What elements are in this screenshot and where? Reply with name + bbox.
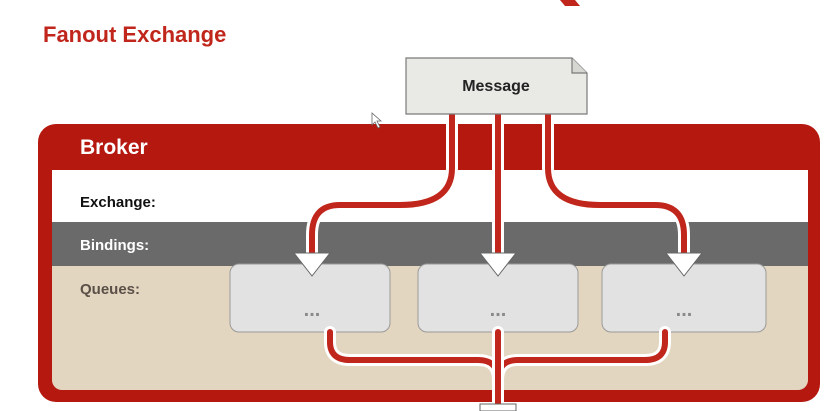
queue-box-2-label: ... <box>490 299 507 321</box>
consumer-stub <box>479 403 517 411</box>
broker-label: Broker <box>80 136 148 159</box>
consumer-routes <box>324 326 671 411</box>
binding-arrow-2 <box>478 252 518 277</box>
bindings-label: Bindings: <box>80 237 149 254</box>
mouse-cursor-icon <box>371 112 383 129</box>
message-label: Message <box>462 78 530 95</box>
queue-box-1: ... <box>229 263 391 333</box>
cropped-heading-fragment <box>560 0 580 6</box>
queues-label: Queues: <box>80 281 140 298</box>
binding-arrow-1 <box>292 252 332 277</box>
queue-box-3: ... <box>601 263 767 333</box>
binding-arrow-3 <box>664 252 704 277</box>
message-routes <box>306 106 690 264</box>
queue-box-3-label: ... <box>676 299 693 321</box>
queue-box-1-label: ... <box>304 299 321 321</box>
message-document: Message <box>405 57 588 115</box>
exchange-label: Exchange: <box>80 194 156 211</box>
slide-title: Fanout Exchange <box>43 22 226 47</box>
